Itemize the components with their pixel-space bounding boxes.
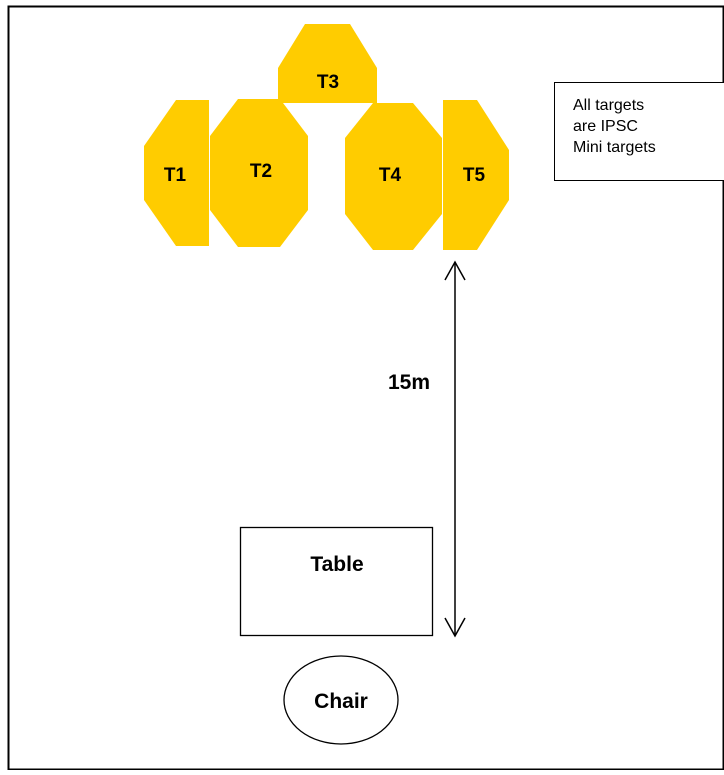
note-line-2: are IPSC: [573, 118, 638, 135]
distance-arrow: [445, 262, 465, 636]
target-t1-label: T1: [164, 165, 187, 186]
table-label: Table: [310, 553, 363, 576]
target-t2-label: T2: [250, 161, 272, 182]
table: [241, 528, 433, 636]
note-line-1: All targets: [573, 97, 644, 114]
target-t5-label: T5: [463, 165, 486, 186]
target-t4-label: T4: [379, 165, 402, 186]
chair-label: Chair: [314, 690, 368, 713]
distance-label: 15m: [388, 371, 430, 394]
target-t3-label: T3: [317, 72, 339, 93]
note-line-3: Mini targets: [573, 139, 656, 156]
